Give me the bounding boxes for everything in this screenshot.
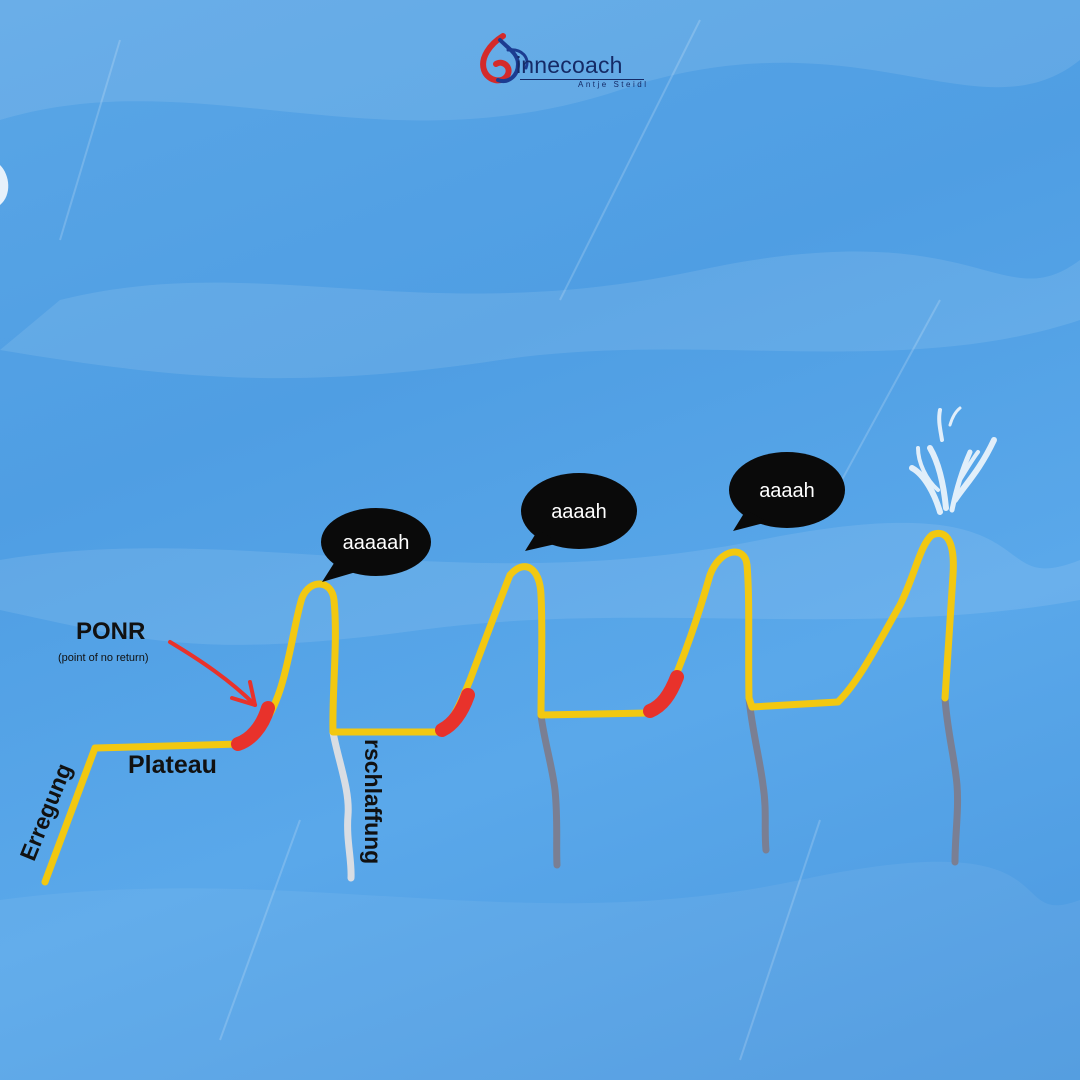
- bubble-text-2: aaaah: [551, 501, 607, 523]
- erschlaffung-line-2: [537, 711, 561, 869]
- erschlaffung-line-3: [745, 694, 770, 854]
- speech-bubble-2: aaaah: [521, 473, 637, 551]
- erschlaffung-line-1: [329, 728, 355, 882]
- speech-bubble-3: aaaah: [729, 452, 845, 531]
- sinnecoach-logo: innecoach Antje Steidl: [478, 30, 653, 94]
- speech-bubble-1: aaaaah: [321, 508, 431, 582]
- arousal-curve: [41, 530, 957, 886]
- bubble-text-3: aaaah: [759, 480, 815, 502]
- erschlaffung-line-4: [941, 694, 962, 866]
- ponr-sublabel: (point of no return): [58, 652, 149, 664]
- logo-mark-icon: [480, 33, 529, 84]
- plateau-label: Plateau: [128, 751, 217, 779]
- ponr-label: PONR: [76, 618, 146, 645]
- logo-tagline: Antje Steidl: [578, 80, 649, 89]
- ponr-mark-3: [643, 670, 684, 718]
- splash-icon: [909, 406, 997, 515]
- bubble-text-1: aaaaah: [343, 532, 410, 554]
- logo-divider: [520, 79, 644, 80]
- erschlaffung-label: rschlaffung: [360, 739, 386, 865]
- ponr-mark-1: [231, 701, 275, 751]
- logo-brand: innecoach: [516, 52, 623, 78]
- ponr-mark-2: [435, 688, 475, 737]
- ponr-arrow: [168, 640, 257, 707]
